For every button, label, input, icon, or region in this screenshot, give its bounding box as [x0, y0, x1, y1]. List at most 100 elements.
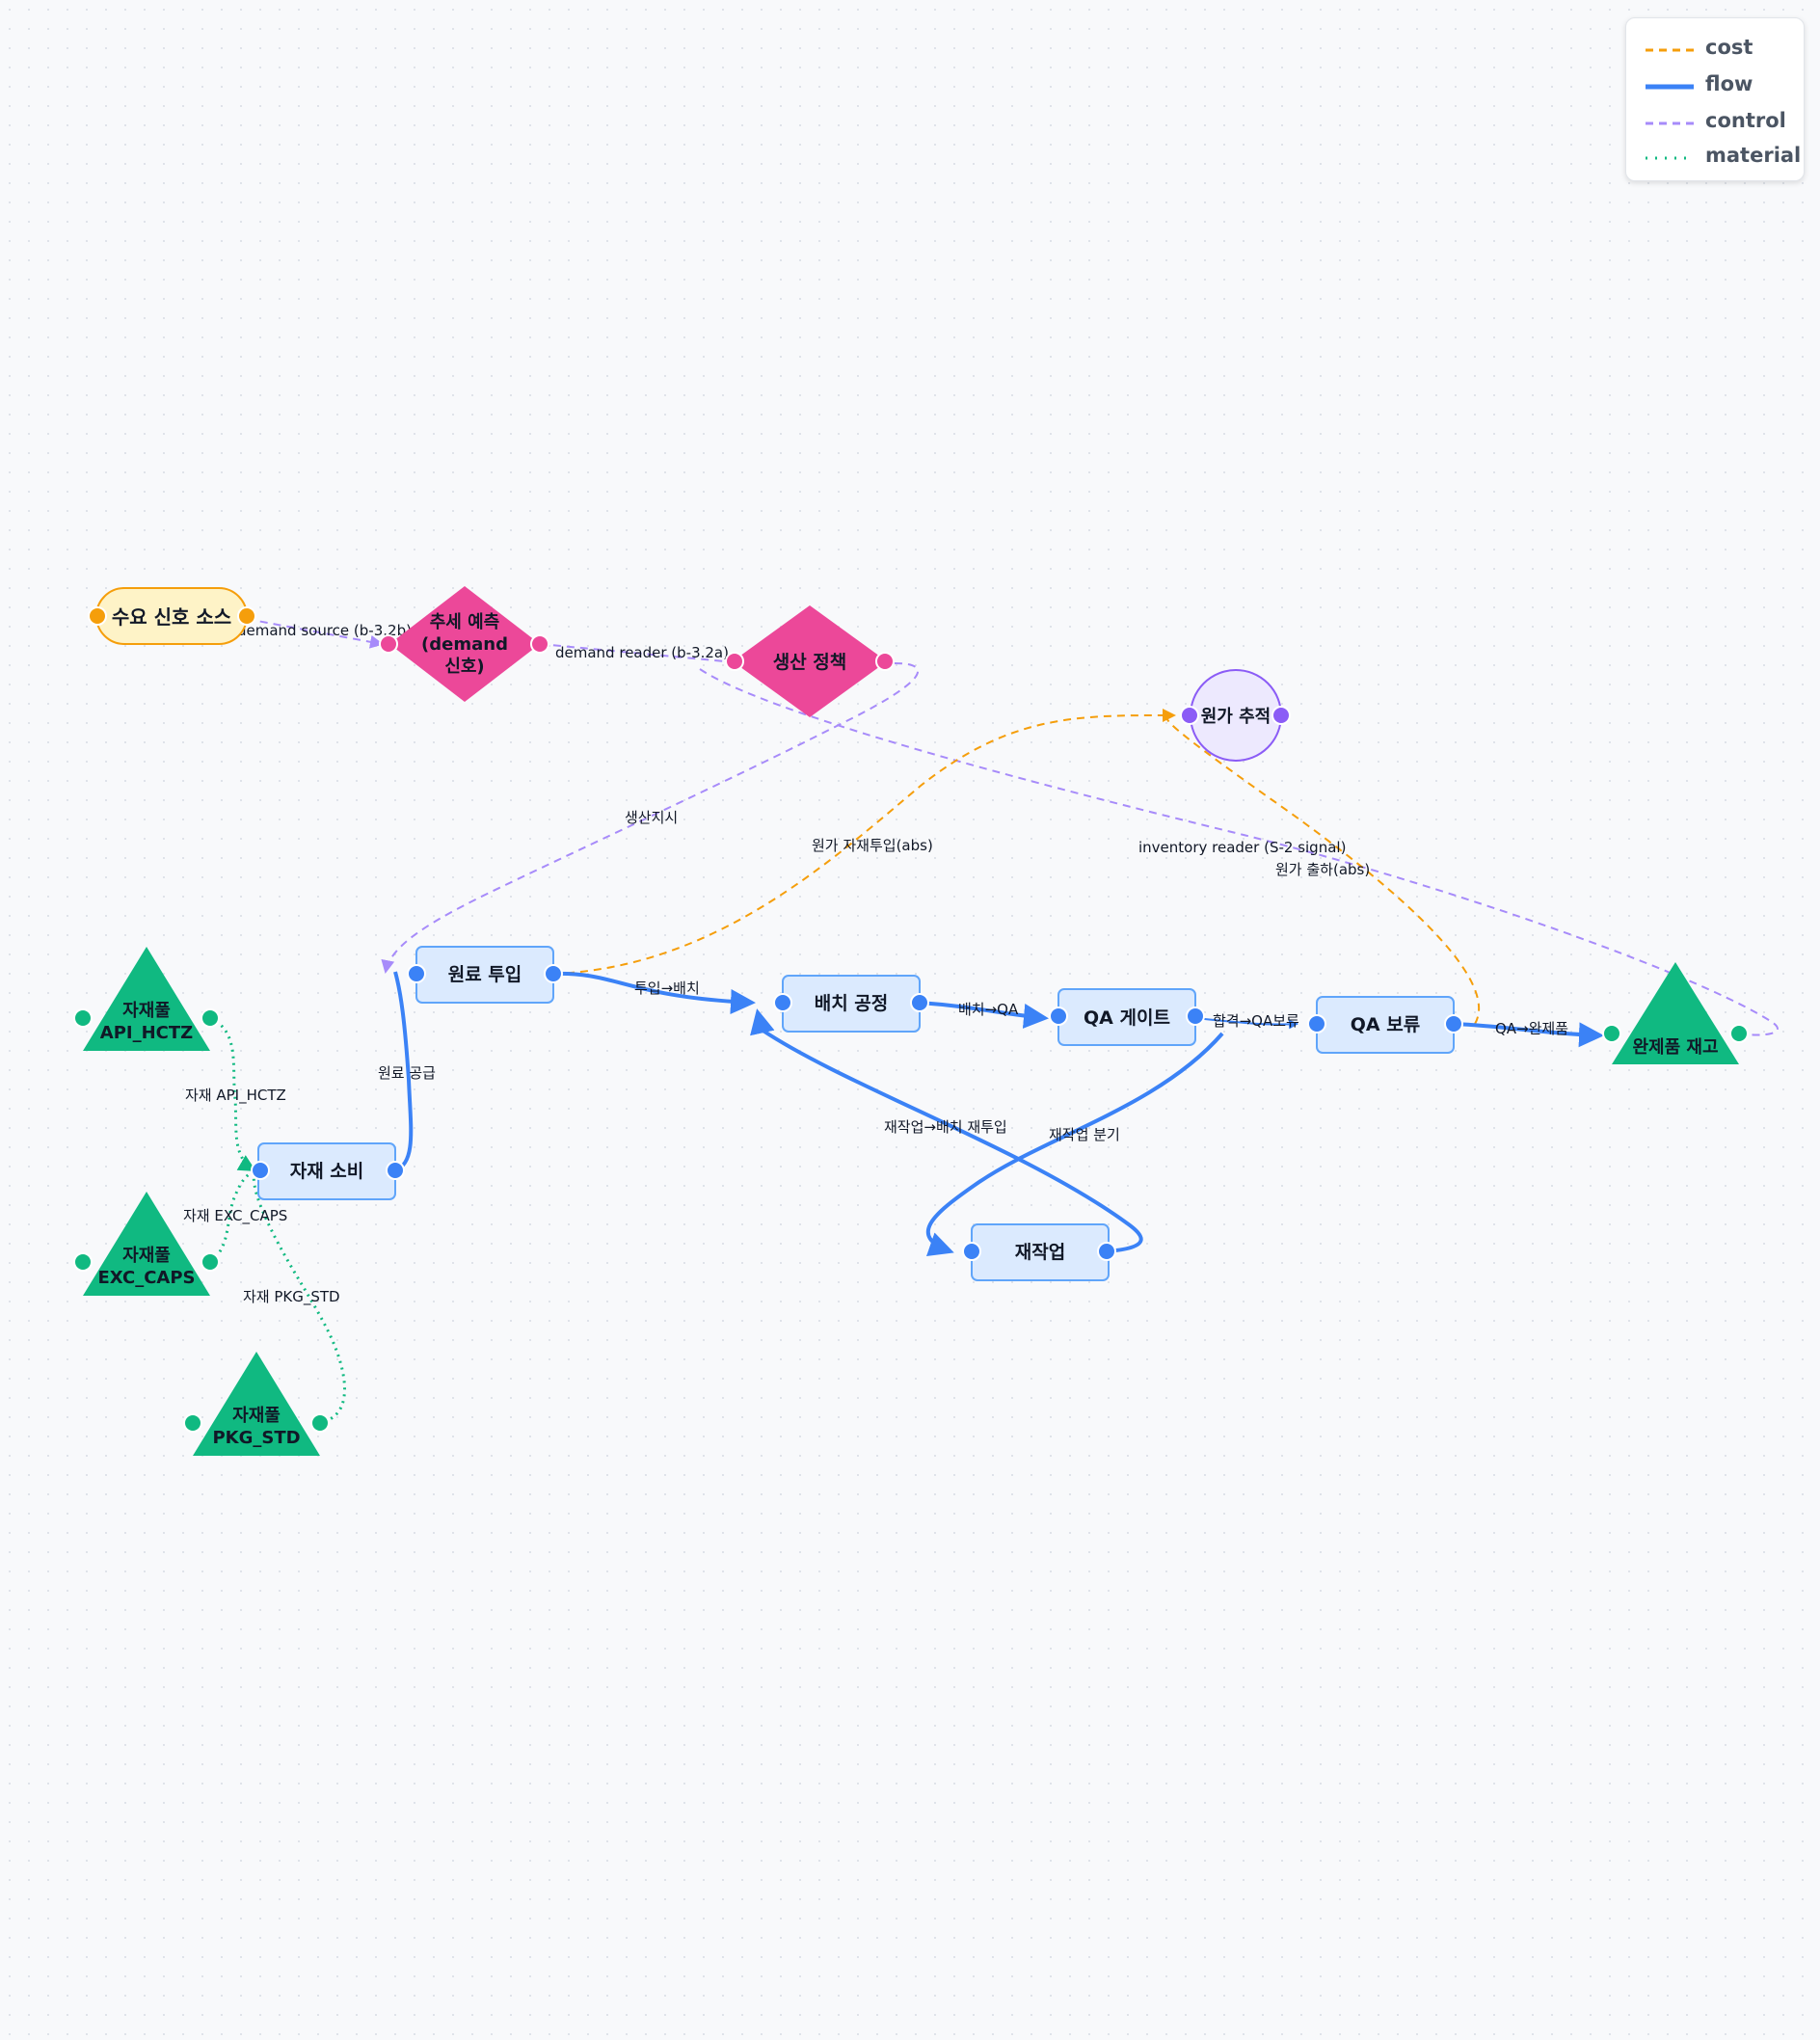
edge-demand-source[interactable] [246, 618, 384, 649]
edge-pass-to-hold[interactable] [1194, 1017, 1298, 1030]
node-production-policy[interactable]: 생산 정책 [725, 605, 895, 717]
node-material-consume[interactable]: 자재 소비 [251, 1142, 405, 1200]
port-in[interactable] [725, 652, 744, 671]
node-trend-forecast[interactable]: 추세 예측 (demand 신호) [379, 586, 549, 702]
port-out[interactable] [875, 652, 895, 671]
edge-batch-to-qa[interactable] [919, 1001, 1049, 1029]
port-in[interactable] [251, 1161, 270, 1180]
node-rework-label: 재작업 [1015, 1242, 1065, 1263]
port-in[interactable] [773, 993, 792, 1012]
node-pool-exc[interactable]: 자재풀 EXC_CAPS [73, 1192, 220, 1296]
label-qa-to-finished: QA→완제품 [1495, 1020, 1568, 1037]
node-pool-api[interactable]: 자재풀 API_HCTZ [73, 947, 220, 1051]
legend-item-control: control [1644, 105, 1807, 140]
edge-raw-supply[interactable] [393, 971, 414, 1172]
node-pool-pkg[interactable]: 자재풀 PKG_STD [183, 1352, 330, 1456]
port-out[interactable] [910, 993, 929, 1012]
node-pool-exc-line-1: 자재풀 [122, 1246, 171, 1266]
port-out[interactable] [544, 964, 563, 983]
port-out[interactable] [1097, 1242, 1116, 1261]
port-out[interactable] [1444, 1014, 1463, 1033]
legend-label: flow [1705, 72, 1753, 95]
port-out[interactable] [310, 1413, 330, 1433]
node-raw-input-label: 원료 투입 [448, 964, 522, 985]
label-demand-reader: demand reader (b-3.2a) [555, 644, 729, 661]
port-in[interactable] [407, 964, 426, 983]
label-rework-reentry: 재작업→배치 재투입 [884, 1118, 1007, 1136]
node-material-consume-label: 자재 소비 [290, 1161, 364, 1182]
node-batch-process-label: 배치 공정 [815, 993, 889, 1014]
port-in[interactable] [1307, 1014, 1326, 1033]
node-qa-hold-label: QA 보류 [1351, 1014, 1420, 1035]
port-out[interactable] [1186, 1007, 1205, 1026]
node-cost-tracking[interactable]: 원가 추적 [1180, 669, 1291, 762]
edge-cost-material-input[interactable] [552, 708, 1176, 975]
label-material-api: 자재 API_HCTZ [185, 1087, 286, 1105]
node-production-policy-label: 생산 정책 [773, 652, 847, 673]
label-demand-source: demand source (b-3.2b) [237, 622, 412, 639]
port-in[interactable] [73, 1008, 93, 1028]
port-out[interactable] [201, 1008, 220, 1028]
legend-swatch-material [1646, 156, 1694, 160]
nodes-layer: 수요 신호 소스 추세 예측 (demand 신호) 생산 정책 원가 추적 [73, 586, 1749, 1456]
port-out[interactable] [386, 1161, 405, 1180]
label-material-pkg: 자재 PKG_STD [243, 1288, 340, 1306]
port-in[interactable] [379, 634, 398, 654]
edge-production-order[interactable] [381, 662, 920, 974]
legend-item-material: material [1644, 140, 1807, 174]
node-rework[interactable]: 재작업 [962, 1223, 1116, 1281]
legend-label: material [1705, 144, 1802, 167]
label-pass-to-hold: 합격→QA보류 [1213, 1012, 1299, 1030]
edge-rework-reentry[interactable] [750, 1008, 1143, 1253]
label-material-exc: 자재 EXC_CAPS [183, 1207, 287, 1225]
port-in[interactable] [73, 1252, 93, 1272]
node-qa-gate-label: QA 게이트 [1084, 1007, 1170, 1029]
node-demand-source[interactable]: 수요 신호 소스 [88, 587, 256, 645]
edge-qa-to-finished[interactable] [1453, 1022, 1604, 1048]
node-pool-pkg-line-2: PKG_STD [212, 1428, 300, 1448]
port-out[interactable] [237, 606, 256, 626]
port-out[interactable] [1729, 1024, 1749, 1043]
port-out[interactable] [530, 634, 549, 654]
node-pool-exc-line-2: EXC_CAPS [97, 1268, 195, 1288]
edges-layer [209, 618, 1779, 1425]
label-cost-shipment: 원가 출하(abs) [1275, 861, 1370, 878]
node-trend-forecast-line-1: 추세 예측 [430, 612, 500, 632]
port-in[interactable] [183, 1413, 202, 1433]
port-in[interactable] [1602, 1024, 1621, 1043]
node-cost-tracking-label: 원가 추적 [1201, 707, 1271, 727]
label-raw-supply: 원료 공급 [378, 1064, 436, 1082]
edge-rework-branch[interactable] [925, 1032, 1224, 1257]
port-in[interactable] [1049, 1007, 1068, 1026]
node-finished-inventory[interactable]: 완제품 재고 [1602, 962, 1749, 1064]
port-out[interactable] [201, 1252, 220, 1272]
legend-item-cost: cost [1644, 32, 1807, 67]
port-in[interactable] [88, 606, 107, 626]
port-out[interactable] [1271, 706, 1291, 725]
node-qa-hold[interactable]: QA 보류 [1307, 996, 1463, 1054]
legend-label: cost [1705, 36, 1753, 59]
edge-input-to-batch[interactable] [552, 971, 756, 1014]
edge-labels-layer: demand source (b-3.2b) demand reader (b-… [183, 622, 1568, 1306]
edge-inventory-reader[interactable] [699, 668, 1779, 1036]
node-pool-pkg-line-1: 자재풀 [232, 1406, 281, 1426]
legend-swatch-control [1646, 121, 1694, 125]
label-input-to-batch: 투입→배치 [634, 980, 700, 997]
label-production-order: 생산지시 [625, 809, 678, 826]
node-qa-gate[interactable]: QA 게이트 [1049, 988, 1205, 1046]
legend-swatch-flow [1646, 84, 1694, 90]
edge-demand-reader[interactable] [539, 643, 726, 662]
node-batch-process[interactable]: 배치 공정 [773, 975, 929, 1033]
port-in[interactable] [1180, 706, 1199, 725]
port-in[interactable] [962, 1242, 981, 1261]
node-pool-api-line-1: 자재풀 [122, 1001, 171, 1021]
node-trend-forecast-line-2: (demand [421, 634, 508, 655]
edge-cost-shipment[interactable] [1165, 713, 1481, 1025]
node-finished-inventory-label: 완제품 재고 [1632, 1037, 1718, 1058]
node-raw-input[interactable]: 원료 투입 [407, 946, 563, 1004]
node-pool-api-line-2: API_HCTZ [100, 1023, 193, 1043]
legend-item-flow: flow [1644, 68, 1807, 103]
label-inventory-reader: inventory reader (S-2 signal) [1138, 839, 1346, 856]
edge-material-pkg[interactable] [252, 1169, 346, 1425]
